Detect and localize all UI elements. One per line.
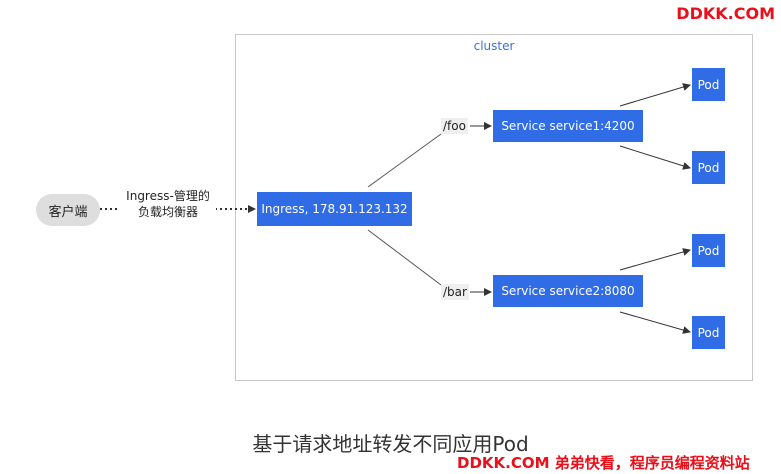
load-balancer-label-line2: 负载均衡器 (137, 205, 198, 219)
pod-node: Pod (692, 234, 725, 267)
ingress-to-foo-line (367, 133, 442, 188)
cluster-boundary: cluster (235, 34, 753, 381)
ingress-node: Ingress, 178.91.123.132 (257, 192, 412, 226)
ingress-to-bar-line (367, 229, 442, 286)
client-node: 客户端 (36, 194, 100, 226)
load-balancer-label-line1: Ingress-管理的 (126, 189, 210, 203)
pod-node: Pod (692, 151, 725, 184)
service2-node: Service service2:8080 (493, 275, 643, 307)
diagram-caption: 基于请求地址转发不同应用Pod (252, 432, 529, 456)
service1-to-pod2-arrow (619, 145, 691, 170)
cluster-label: cluster (473, 39, 515, 53)
service2-to-pod4-arrow (619, 311, 691, 334)
service1-node: Service service1:4200 (493, 110, 643, 142)
load-balancer-label: Ingress-管理的 负载均衡器 (120, 188, 216, 220)
pod-node: Pod (692, 316, 725, 349)
pod-node: Pod (692, 68, 725, 101)
route-path-bar: /bar (441, 284, 469, 300)
watermark-top: DDKK.COM (676, 4, 775, 23)
route-path-foo: /foo (441, 118, 468, 134)
service2-to-pod3-arrow (619, 248, 691, 271)
watermark-bottom: DDKK.COM 弟弟快看，程序员编程资料站 (457, 454, 750, 472)
service1-to-pod1-arrow (619, 83, 691, 107)
